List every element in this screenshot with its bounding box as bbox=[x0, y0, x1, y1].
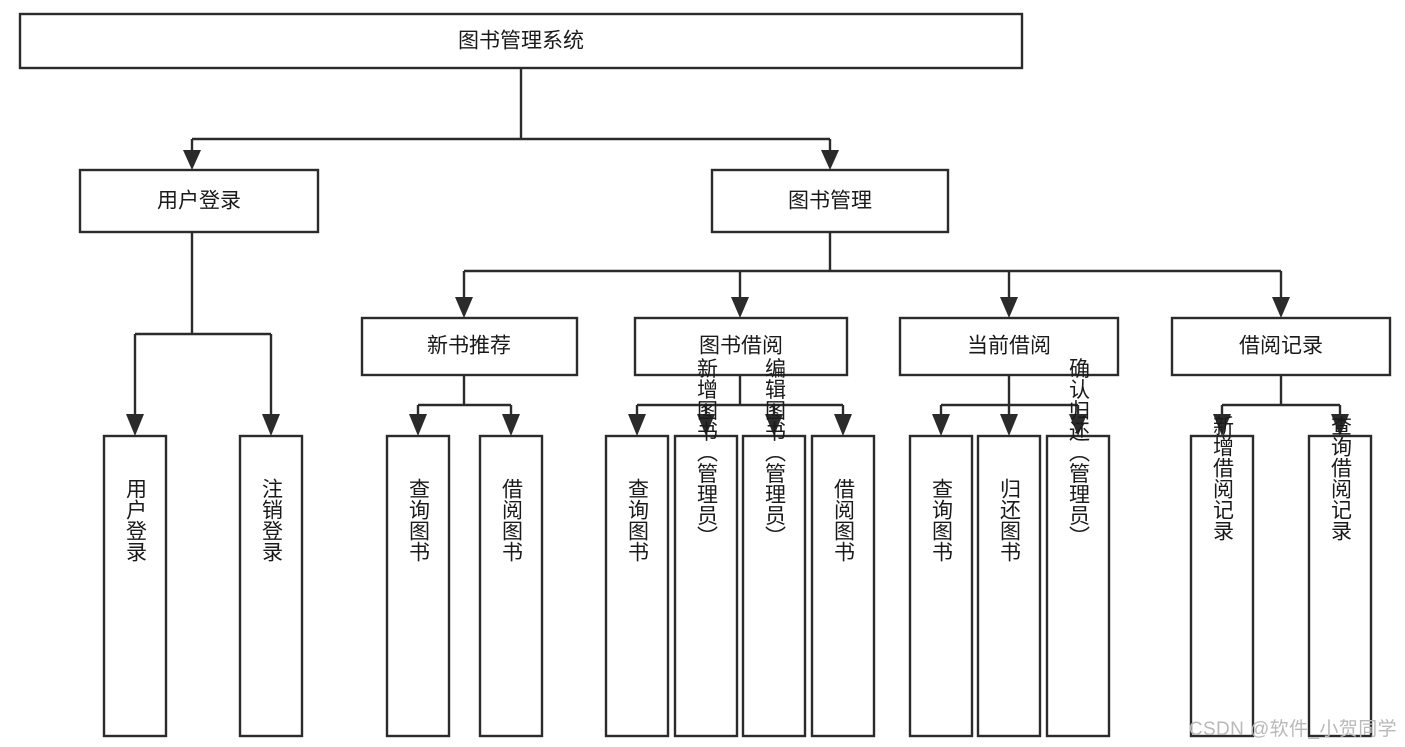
node-leaf-borrow-book-2-box[interactable] bbox=[810, 434, 876, 738]
node-leaf-query-book-2[interactable]: 查询图书 bbox=[604, 434, 670, 738]
node-user-login-box[interactable] bbox=[78, 168, 320, 234]
node-book-borrow[interactable]: 图书借阅 bbox=[633, 316, 849, 377]
connector-layer bbox=[126, 68, 1349, 436]
arrow-leaf-borrow-book-2 bbox=[834, 414, 852, 436]
arrow-leaf-add-book bbox=[697, 414, 715, 436]
node-leaf-add-record-box[interactable] bbox=[1189, 434, 1255, 738]
node-borrow-record-box[interactable] bbox=[1170, 316, 1392, 377]
node-current-borrow-label: 当前借阅 bbox=[967, 335, 1051, 358]
node-borrow-record-label: 借阅记录 bbox=[1239, 335, 1323, 358]
node-leaf-return-book-box[interactable] bbox=[976, 434, 1042, 738]
node-leaf-add-record-label: 新增借阅记录 bbox=[1211, 415, 1235, 541]
node-current-borrow-box[interactable] bbox=[898, 316, 1120, 377]
arrow-to-current-borrow bbox=[1000, 297, 1018, 318]
node-new-book-rec[interactable]: 新书推荐 bbox=[360, 316, 579, 377]
node-leaf-query-book-2-label: 查询图书 bbox=[626, 478, 650, 562]
node-leaf-query-book-3-label: 查询图书 bbox=[930, 478, 954, 562]
node-leaf-logout[interactable]: 注销登录 bbox=[238, 434, 304, 738]
node-new-book-rec-label: 新书推荐 bbox=[427, 335, 511, 358]
node-borrow-record[interactable]: 借阅记录 bbox=[1170, 316, 1392, 377]
node-leaf-user-login-label: 用户登录 bbox=[124, 478, 148, 562]
node-book-borrow-box[interactable] bbox=[633, 316, 849, 377]
node-leaf-confirm-return-label: 确认归还（管理员） bbox=[1067, 358, 1091, 547]
node-leaf-borrow-book-1-label: 借阅图书 bbox=[500, 478, 524, 562]
node-leaf-query-record-box[interactable] bbox=[1307, 434, 1373, 738]
node-user-login[interactable]: 用户登录 bbox=[78, 168, 320, 234]
arrow-leaf-logout bbox=[262, 414, 280, 436]
node-book-manage[interactable]: 图书管理 bbox=[710, 168, 950, 234]
node-leaf-query-book-2-box[interactable] bbox=[604, 434, 670, 738]
node-book-manage-label: 图书管理 bbox=[788, 190, 872, 213]
node-leaf-logout-label: 注销登录 bbox=[260, 478, 284, 562]
arrow-to-book-manage bbox=[821, 150, 839, 170]
node-leaf-edit-book-label: 编辑图书（管理员） bbox=[763, 358, 787, 547]
node-leaf-logout-box[interactable] bbox=[238, 434, 304, 738]
arrow-leaf-query-book-1 bbox=[409, 414, 427, 436]
node-root-label: 图书管理系统 bbox=[458, 30, 584, 53]
node-leaf-user-login-box[interactable] bbox=[102, 434, 168, 738]
arrow-leaf-query-book-2 bbox=[628, 414, 646, 436]
node-leaf-query-book-1[interactable]: 查询图书 bbox=[385, 434, 451, 738]
node-leaf-borrow-book-1-box[interactable] bbox=[478, 434, 544, 738]
arrow-leaf-confirm-return bbox=[1069, 414, 1087, 436]
node-leaf-query-book-1-label: 查询图书 bbox=[407, 478, 431, 562]
node-book-manage-box[interactable] bbox=[710, 168, 950, 234]
csdn-watermark: CSDN @软件_小贺同学 bbox=[1188, 719, 1397, 740]
node-leaf-query-book-3-box[interactable] bbox=[908, 434, 974, 738]
node-leaf-borrow-book-2-label: 借阅图书 bbox=[832, 478, 856, 562]
node-leaf-edit-book-box[interactable] bbox=[741, 434, 807, 738]
node-leaf-return-book-label: 归还图书 bbox=[998, 478, 1022, 562]
arrow-to-user-login bbox=[183, 150, 201, 170]
node-leaf-borrow-book-1[interactable]: 借阅图书 bbox=[478, 434, 544, 738]
arrow-leaf-query-record bbox=[1331, 414, 1349, 436]
node-leaf-query-book-1-box[interactable] bbox=[385, 434, 451, 738]
node-leaf-confirm-return-box[interactable] bbox=[1045, 434, 1111, 738]
node-leaf-borrow-book-2[interactable]: 借阅图书 bbox=[810, 434, 876, 738]
node-root-box[interactable] bbox=[18, 12, 1024, 70]
node-leaf-add-book[interactable]: 新增图书（管理员） bbox=[673, 358, 739, 738]
node-leaf-add-book-label: 新增图书（管理员） bbox=[695, 358, 719, 547]
node-current-borrow[interactable]: 当前借阅 bbox=[898, 316, 1120, 377]
arrow-leaf-user-login bbox=[126, 414, 144, 436]
node-leaf-user-login[interactable]: 用户登录 bbox=[102, 434, 168, 738]
node-leaf-query-book-3[interactable]: 查询图书 bbox=[908, 434, 974, 738]
node-root[interactable]: 图书管理系统 bbox=[18, 12, 1024, 70]
node-leaf-add-record[interactable]: 新增借阅记录 bbox=[1189, 415, 1255, 738]
node-leaf-confirm-return[interactable]: 确认归还（管理员） bbox=[1045, 358, 1111, 738]
node-user-login-label: 用户登录 bbox=[157, 190, 241, 213]
arrow-leaf-query-book-3 bbox=[932, 414, 950, 436]
node-new-book-rec-box[interactable] bbox=[360, 316, 579, 377]
node-leaf-query-record[interactable]: 查询借阅记录 bbox=[1307, 415, 1373, 738]
node-leaf-query-record-label: 查询借阅记录 bbox=[1329, 415, 1353, 541]
arrow-leaf-edit-book bbox=[765, 414, 783, 436]
node-leaf-edit-book[interactable]: 编辑图书（管理员） bbox=[741, 358, 807, 738]
arrow-to-new-book-rec bbox=[455, 297, 473, 318]
arrow-leaf-return-book bbox=[1000, 414, 1018, 436]
arrow-to-borrow-record bbox=[1272, 297, 1290, 318]
arrow-leaf-add-record bbox=[1213, 414, 1231, 436]
node-leaf-add-book-box[interactable] bbox=[673, 434, 739, 738]
arrow-leaf-borrow-book-1 bbox=[502, 414, 520, 436]
arrow-to-book-borrow bbox=[731, 297, 749, 318]
node-book-borrow-label: 图书借阅 bbox=[699, 335, 783, 358]
node-leaf-return-book[interactable]: 归还图书 bbox=[976, 434, 1042, 738]
